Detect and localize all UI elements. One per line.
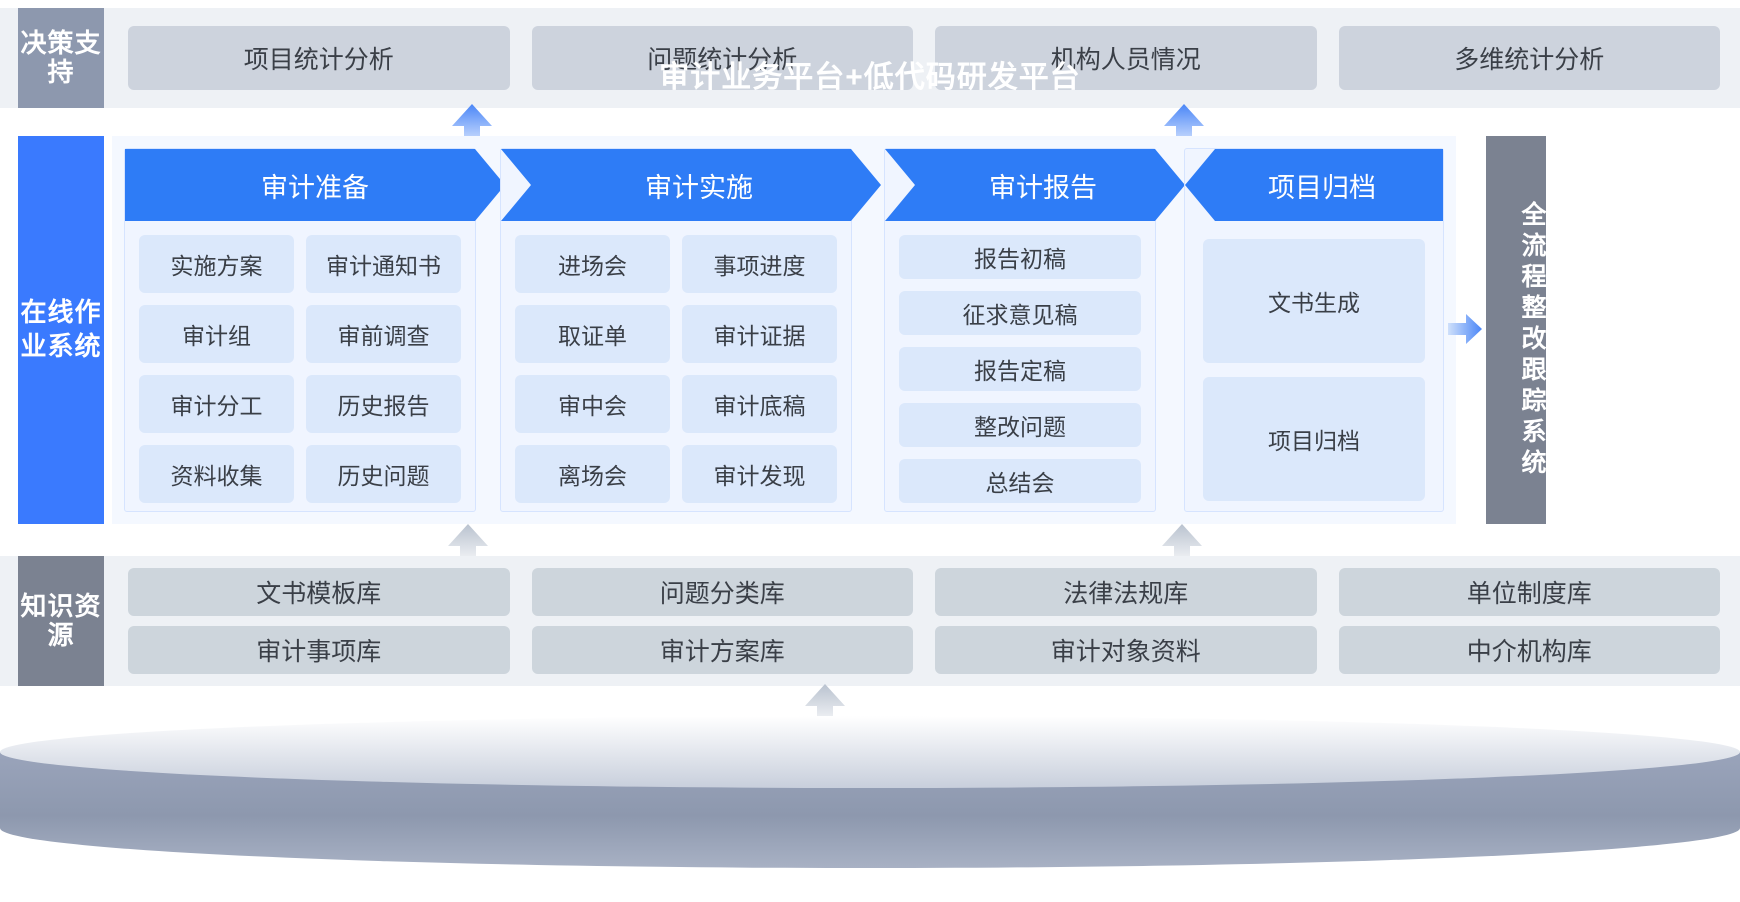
decision-chip-org-personnel[interactable]: 机构人员情况 <box>935 26 1317 90</box>
stage-column-audit-report: 审计报告 报告初稿 征求意见稿 报告定稿 整改问题 总结会 <box>884 148 1156 512</box>
stage-header-audit-report[interactable]: 审计报告 <box>885 149 1185 221</box>
up-arrow-icon-report-to-decision <box>1164 104 1204 150</box>
right-arrow-icon-to-rectification <box>1448 314 1482 344</box>
online-work-system-panel: 审计准备 实施方案 审计通知书 审计组 审前调查 审计分工 历史报告 资料收集 … <box>112 136 1456 524</box>
knowledge-chip-unit-policy-library[interactable]: 单位制度库 <box>1338 568 1720 616</box>
up-arrow-icon-knowledge-to-prep <box>448 524 488 570</box>
knowledge-resources-rail-label: 知识资源 <box>18 556 104 686</box>
tile-audit-team[interactable]: 审计组 <box>139 305 294 363</box>
rectification-tracking-rail-label: 全流程整改跟踪系统 <box>1486 136 1546 524</box>
stage-title-audit-report: 审计报告 <box>989 172 1097 203</box>
tile-summary-meeting[interactable]: 总结会 <box>899 459 1141 503</box>
platform-base <box>0 716 1740 868</box>
stage-header-project-archiving[interactable]: 项目归档 <box>1185 149 1443 221</box>
stage-tiles-audit-preparation: 实施方案 审计通知书 审计组 审前调查 审计分工 历史报告 资料收集 历史问题 <box>125 221 475 511</box>
up-arrow-icon-prep-to-decision <box>452 104 492 150</box>
decision-support-rail-label: 决策支持 <box>18 8 104 108</box>
tile-midterm-meeting[interactable]: 审中会 <box>515 375 670 433</box>
tile-pre-audit-survey[interactable]: 审前调查 <box>306 305 461 363</box>
tile-historical-reports[interactable]: 历史报告 <box>306 375 461 433</box>
tile-final-report[interactable]: 报告定稿 <box>899 347 1141 391</box>
tile-audit-findings[interactable]: 审计发现 <box>682 445 837 503</box>
tile-draft-report[interactable]: 报告初稿 <box>899 235 1141 279</box>
stage-header-audit-preparation[interactable]: 审计准备 <box>125 149 505 221</box>
knowledge-chip-issue-classification-library[interactable]: 问题分类库 <box>531 568 913 616</box>
stage-column-audit-execution: 审计实施 进场会 事项进度 取证单 审计证据 审中会 审计底稿 离场会 审计发现 <box>500 148 852 512</box>
up-arrow-icon-platform-to-knowledge <box>805 684 845 730</box>
stage-header-audit-execution[interactable]: 审计实施 <box>501 149 881 221</box>
stage-tiles-audit-execution: 进场会 事项进度 取证单 审计证据 审中会 审计底稿 离场会 审计发现 <box>501 221 851 511</box>
tile-audit-notice[interactable]: 审计通知书 <box>306 235 461 293</box>
decision-chip-multidim-stats[interactable]: 多维统计分析 <box>1338 26 1720 90</box>
tile-rectification-issues[interactable]: 整改问题 <box>899 403 1141 447</box>
platform-label: 审计业务平台+低代码研发平台 <box>659 61 1081 94</box>
tile-document-generation[interactable]: 文书生成 <box>1203 239 1425 363</box>
up-arrow-icon-knowledge-to-report <box>1162 524 1202 570</box>
knowledge-chip-intermediary-org-library[interactable]: 中介机构库 <box>1338 626 1720 674</box>
tile-data-collection[interactable]: 资料收集 <box>139 445 294 503</box>
tile-implementation-plan[interactable]: 实施方案 <box>139 235 294 293</box>
tile-audit-working-paper[interactable]: 审计底稿 <box>682 375 837 433</box>
knowledge-chip-law-regulation-library[interactable]: 法律法规库 <box>935 568 1317 616</box>
tile-entry-meeting[interactable]: 进场会 <box>515 235 670 293</box>
online-work-system-rail-label: 在线作业系统 <box>18 136 104 524</box>
tile-project-archive[interactable]: 项目归档 <box>1203 377 1425 501</box>
tile-consultation-draft[interactable]: 征求意见稿 <box>899 291 1141 335</box>
tile-historical-issues[interactable]: 历史问题 <box>306 445 461 503</box>
stage-title-audit-preparation: 审计准备 <box>261 172 369 203</box>
stage-title-project-archiving: 项目归档 <box>1268 172 1376 203</box>
tile-exit-meeting[interactable]: 离场会 <box>515 445 670 503</box>
stage-column-audit-preparation: 审计准备 实施方案 审计通知书 审计组 审前调查 审计分工 历史报告 资料收集 … <box>124 148 476 512</box>
decision-support-items: 项目统计分析 问题统计分析 机构人员情况 多维统计分析 <box>128 26 1720 90</box>
knowledge-chip-audit-object-data[interactable]: 审计对象资料 <box>935 626 1317 674</box>
knowledge-chip-audit-item-library[interactable]: 审计事项库 <box>128 626 510 674</box>
stage-tiles-project-archiving: 文书生成 项目归档 <box>1185 221 1443 511</box>
knowledge-resources-grid: 文书模板库 问题分类库 法律法规库 单位制度库 审计事项库 审计方案库 审计对象… <box>128 568 1720 674</box>
stage-title-audit-execution: 审计实施 <box>645 172 753 203</box>
decision-chip-project-stats[interactable]: 项目统计分析 <box>128 26 510 90</box>
knowledge-chip-document-template-library[interactable]: 文书模板库 <box>128 568 510 616</box>
tile-audit-evidence[interactable]: 审计证据 <box>682 305 837 363</box>
tile-audit-assignment[interactable]: 审计分工 <box>139 375 294 433</box>
tile-evidence-form[interactable]: 取证单 <box>515 305 670 363</box>
decision-chip-issue-stats[interactable]: 问题统计分析 <box>531 26 913 90</box>
stage-column-project-archiving: 项目归档 文书生成 项目归档 <box>1184 148 1444 512</box>
tile-item-progress[interactable]: 事项进度 <box>682 235 837 293</box>
stage-tiles-audit-report: 报告初稿 征求意见稿 报告定稿 整改问题 总结会 <box>885 221 1155 511</box>
knowledge-chip-audit-plan-library[interactable]: 审计方案库 <box>531 626 913 674</box>
